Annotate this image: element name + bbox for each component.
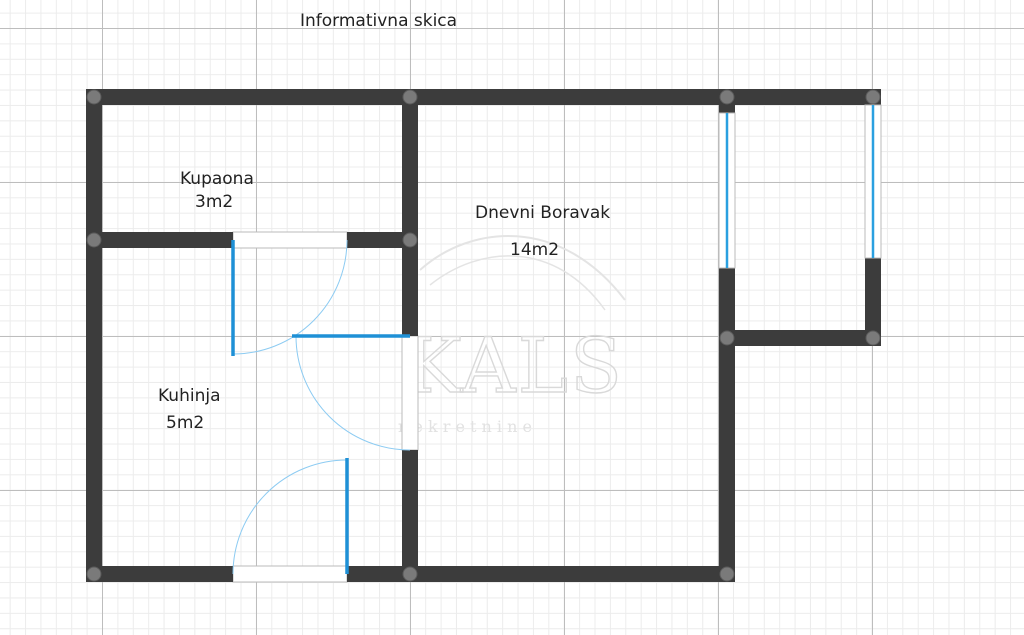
wall-left	[86, 89, 102, 582]
sketch-title: Informativna skica	[300, 11, 458, 31]
room-name-kuhinja: Kuhinja	[158, 386, 221, 406]
wall-balcony-bottom	[719, 330, 881, 346]
room-name-kupaona: Kupaona	[180, 169, 254, 189]
wall-top	[86, 89, 881, 105]
watermark-brand: KALS	[405, 321, 624, 410]
room-area-kuhinja: 5m2	[166, 413, 205, 433]
wall-balcony-left-lower	[719, 268, 735, 582]
wall-bottom-right	[347, 566, 735, 582]
wall-nodes	[86, 89, 881, 582]
wall-balcony-right-lower	[865, 258, 881, 346]
door-entrance	[232, 458, 349, 575]
wall-bathroom-right	[347, 232, 418, 248]
wall-bottom-left	[86, 566, 233, 582]
windows	[718, 104, 882, 269]
wall-bathroom-left	[86, 232, 233, 248]
room-name-dnevni-boravak: Dnevni Boravak	[475, 203, 611, 223]
door-swing-arc	[232, 239, 348, 355]
door-swing-arc	[295, 335, 411, 451]
wall-inner-vertical-upper	[402, 89, 418, 336]
door-swing-arc	[232, 459, 348, 575]
door-bathroom	[231, 239, 348, 356]
door-living-room	[292, 334, 411, 451]
room-area-kupaona: 3m2	[195, 192, 234, 212]
watermark: KALS n e k r e t n i n e	[398, 234, 626, 436]
walls	[86, 89, 881, 582]
watermark-tagline: n e k r e t n i n e	[398, 417, 532, 436]
door-openings	[232, 231, 419, 583]
room-area-dnevni-boravak: 14m2	[510, 240, 560, 260]
wall-inner-vertical-lower	[402, 450, 418, 582]
